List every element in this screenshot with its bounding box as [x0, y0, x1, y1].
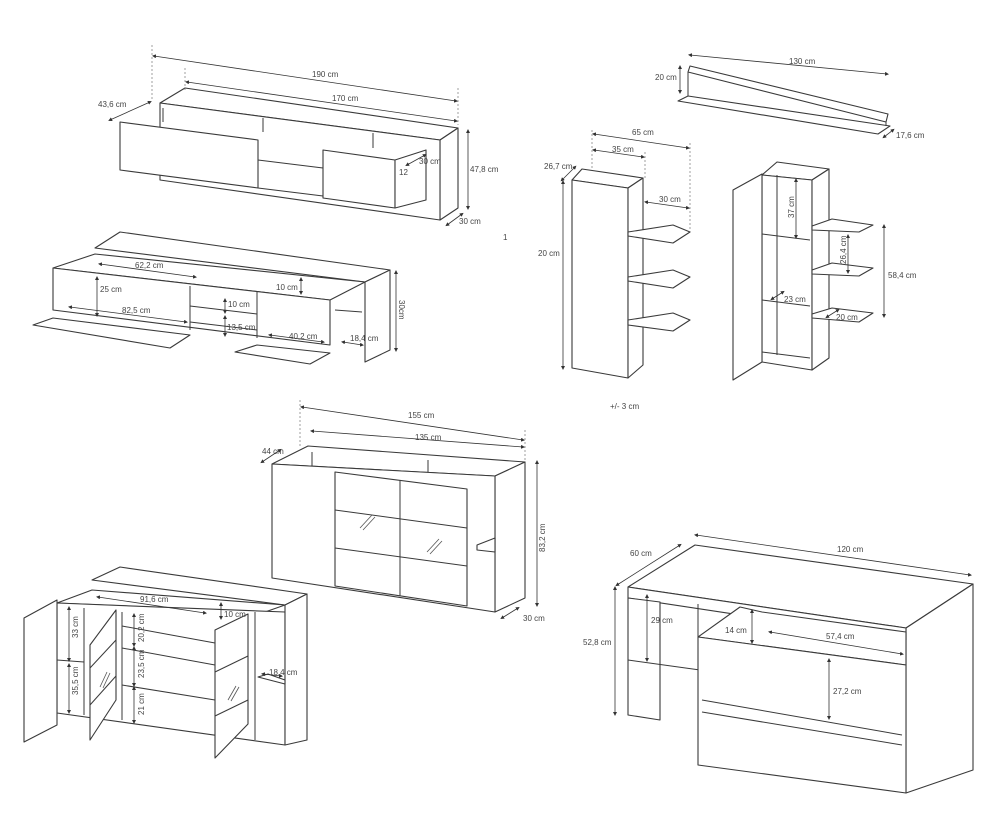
dim-height: 20 cm: [655, 73, 677, 82]
dim-shelf-span: 58,4 cm: [888, 271, 917, 280]
dim-top-riser: 10 cm: [276, 283, 298, 292]
dim-depth: 30 cm: [523, 614, 545, 623]
dim-width-total: 155 cm: [408, 411, 435, 420]
dim-body-width: 35 cm: [612, 145, 634, 154]
sideboard-closed-drawing: 155 cm 135 cm 44 cm 83,2 cm 30 cm: [260, 400, 547, 623]
dim-width: 120 cm: [837, 545, 864, 554]
dim-depth: 30 cm: [459, 217, 481, 226]
dim-left-compartment: 29 cm: [651, 616, 673, 625]
tall-cabinet-open-drawing: 37 cm 26,4 cm 58,4 cm 23 cm 20 cm: [732, 161, 917, 381]
dim-height: 47,8 cm: [470, 165, 499, 174]
dim-depth-top: 44 cm: [262, 447, 284, 456]
dim-shelf-spacing: 26,4 cm: [839, 235, 848, 264]
dim-drawer-small: 12: [399, 168, 408, 177]
tv-stand-closed-drawing: 190 cm 170 cm 43,6 cm 47,8 cm 30 cm 30 c…: [98, 45, 508, 242]
dim-left-lower: 35,5 cm: [71, 666, 80, 695]
dim-top-riser: 10 cm: [224, 610, 246, 619]
dim-height: 52,8 cm: [583, 638, 612, 647]
dim-width: 130 cm: [789, 57, 816, 66]
dim-compartment-height: 37 cm: [787, 196, 796, 218]
coffee-table-drawing: 60 cm 120 cm 52,8 cm 29 cm 14 cm 57,4 cm…: [583, 533, 974, 794]
dim-depth: 60 cm: [630, 549, 652, 558]
dim-mid-lower: 21 cm: [137, 693, 146, 715]
wall-shelf-drawing: 130 cm 20 cm 17,6 cm: [655, 53, 925, 140]
dim-shelf-upper: 10 cm: [228, 300, 250, 309]
dim-right-compartment: 40,2 cm: [289, 332, 318, 341]
dim-side-shelf: 18,4 cm: [350, 334, 379, 343]
dim-mid-middle: 23,5 cm: [137, 649, 146, 678]
dim-inner-depth: 23 cm: [784, 295, 806, 304]
dim-depth: 17,6 cm: [896, 131, 925, 140]
dim-height: 83,2 cm: [538, 523, 547, 552]
dim-side-shelf: 18,4 cm: [269, 668, 298, 677]
dim-width-top: 170 cm: [332, 94, 359, 103]
sideboard-open-drawing: 91,6 cm 10 cm 33 cm 35,5 cm 20,2 cm 23,5…: [23, 566, 308, 759]
dim-compartment-height: 25 cm: [100, 285, 122, 294]
dim-shelf-width: 30 cm: [659, 195, 681, 204]
dim-depth: 26,7 cm: [544, 162, 573, 171]
dim-total-width: 65 cm: [632, 128, 654, 137]
dim-lower-compartment: 27,2 cm: [833, 687, 862, 696]
dim-top-gap: 62,2 cm: [135, 261, 164, 270]
dim-left-upper: 33 cm: [71, 616, 80, 638]
dim-height: 30cm: [397, 300, 406, 320]
dim-compartment-width: 82,5 cm: [122, 306, 151, 315]
dim-mid-upper: 20,2 cm: [137, 613, 146, 642]
dim-drawer-depth: 30 cm: [419, 157, 441, 166]
dim-shelf-depth: 20 cm: [836, 313, 858, 322]
dim-width-total: 190 cm: [312, 70, 339, 79]
dim-depth-top: 43,6 cm: [98, 100, 127, 109]
tall-cabinet-closed-drawing: 65 cm 35 cm 26,7 cm 30 cm 20 cm +/- 3 cm: [538, 128, 691, 411]
figure-number: 1: [503, 233, 508, 242]
dim-top-gap: 91,6 cm: [140, 595, 169, 604]
dim-drawer-gap: 14 cm: [725, 626, 747, 635]
tv-stand-open-drawing: 62,2 cm 25 cm 82,5 cm 10 cm 10 cm 13,5 c…: [32, 231, 406, 365]
tolerance-note: +/- 3 cm: [610, 402, 639, 411]
dim-height: 20 cm: [538, 249, 560, 258]
dim-shelf-lower: 13,5 cm: [227, 323, 256, 332]
dim-width-top: 135 cm: [415, 433, 442, 442]
dim-shelf-width: 57,4 cm: [826, 632, 855, 641]
